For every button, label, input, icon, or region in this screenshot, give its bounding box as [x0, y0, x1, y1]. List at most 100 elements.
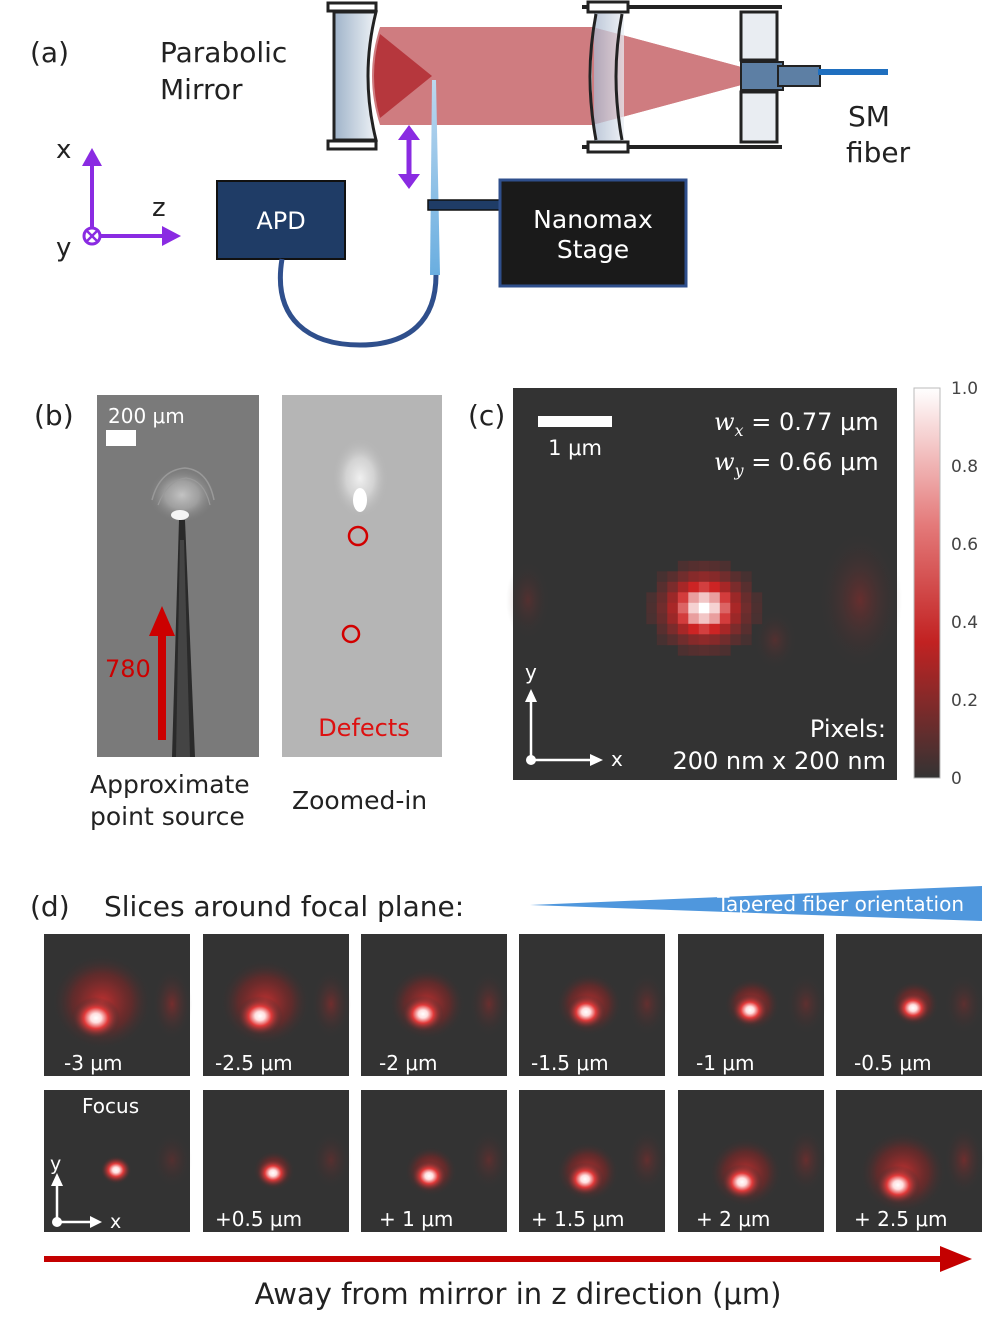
slice-label: + 2 μm	[696, 1207, 770, 1231]
psf-pixel	[677, 602, 689, 614]
psf-pixel	[677, 644, 689, 656]
psf-pixel	[709, 560, 721, 572]
up-arrow-icon	[149, 606, 175, 636]
psf-pixel	[656, 592, 668, 604]
psf-pixel	[646, 602, 658, 614]
psf-pixel	[688, 602, 700, 614]
psf-pixel	[709, 602, 721, 614]
axis-y-label-c: y	[525, 660, 537, 684]
psf-pixel	[740, 623, 752, 635]
psf-spot	[646, 560, 763, 656]
slice-spot	[721, 1164, 763, 1200]
slice-spot	[875, 1165, 921, 1205]
pixels-label: Pixels:	[810, 715, 886, 743]
axis-x-label-c: x	[611, 747, 623, 771]
psf-pixel	[719, 623, 731, 635]
defect-marker-2	[341, 624, 361, 644]
psf-pixel	[730, 592, 742, 604]
slice-label: -1.5 μm	[531, 1051, 609, 1075]
psf-pixel	[656, 602, 668, 614]
axis-z-label: z	[152, 193, 166, 223]
psf-pixel	[667, 571, 679, 583]
slice-sidelobe	[944, 974, 984, 1034]
slice-spot	[402, 995, 444, 1033]
colorbar-tick-label: 0.4	[951, 613, 978, 633]
colorbar-tick-label: 1.0	[951, 379, 978, 399]
stage-label-line1: Nanomax	[533, 205, 653, 234]
psf-pixel	[740, 571, 752, 583]
wy-annotation: wy = 0.66 μm	[714, 448, 879, 480]
psf-pixel	[698, 644, 710, 656]
psf-pixel	[688, 571, 700, 583]
slice-spot	[71, 997, 121, 1039]
psf-pixel	[719, 644, 731, 656]
slice-axis-x-label: x	[110, 1211, 121, 1233]
taper-label: Tapered fiber orientation	[716, 892, 964, 916]
psf-pixel	[646, 613, 658, 625]
slice-sidelobe	[944, 1125, 984, 1195]
psf-pixel	[709, 634, 721, 646]
psf-pixel	[677, 634, 689, 646]
psf-pixel	[719, 571, 731, 583]
point-source-image: 200 μm 780	[97, 395, 259, 757]
caption-left-line2: point source	[90, 802, 245, 831]
psf-pixel	[740, 592, 752, 604]
psf-pixel	[730, 634, 742, 646]
slice-grid: -3 μm-2.5 μm-2 μm-1.5 μm-1 μm-0.5 μm+0.5…	[44, 934, 984, 1232]
scale-label-c: 1 μm	[548, 436, 602, 460]
psf-pixel	[698, 560, 710, 572]
psf-pixel	[698, 592, 710, 604]
mirror-label-line2: Mirror	[160, 73, 243, 106]
panel-a: (a) Parabolic Mirror	[30, 0, 911, 348]
psf-pixel	[751, 602, 763, 614]
slice-spot	[731, 994, 769, 1026]
slice-sidelobe	[311, 1130, 351, 1190]
psf-pixel	[677, 581, 689, 593]
defects-label: Defects	[318, 714, 410, 742]
psf-pixel	[709, 613, 721, 625]
slice-sidelobe	[786, 1127, 826, 1193]
scale-bar-c	[538, 416, 612, 427]
psf-pixel	[719, 592, 731, 604]
psf-pixel	[709, 581, 721, 593]
fiber-label-line2: fiber	[846, 136, 911, 169]
xy-axes-icon	[525, 689, 603, 766]
psf-pixel	[688, 644, 700, 656]
slice-axes-icon	[51, 1173, 102, 1228]
panel-d: (d) Slices around focal plane: Tapered f…	[30, 886, 984, 1311]
psf-pixel	[698, 623, 710, 635]
caption-left-line1: Approximate	[90, 770, 250, 799]
panel-b-label: (b)	[34, 399, 74, 432]
psf-pixel	[667, 613, 679, 625]
colorbar-tick-label: 0.2	[951, 691, 978, 711]
psf-pixel	[677, 613, 689, 625]
parabolic-mirror	[326, 1, 378, 151]
psf-pixel	[719, 634, 731, 646]
psf-pixel	[730, 623, 742, 635]
psf-pixel	[688, 560, 700, 572]
colorbar-ticks: 1.00.80.60.40.20	[951, 379, 978, 789]
slice-label: -3 μm	[64, 1051, 123, 1075]
tapered-fiber-tip	[430, 80, 440, 275]
psf-pixel	[667, 634, 679, 646]
psf-pixel	[677, 571, 689, 583]
slice-sidelobe	[311, 969, 351, 1039]
stage-label-line2: Stage	[557, 235, 629, 264]
slice-sidelobe	[469, 1129, 509, 1191]
mirror-label-line1: Parabolic	[160, 36, 287, 69]
axes-icon	[82, 148, 181, 246]
slice-label: -1 μm	[696, 1051, 755, 1075]
panel-c-label: (c)	[468, 399, 505, 432]
psf-pixel	[709, 644, 721, 656]
psf-pixel	[730, 602, 742, 614]
apd-fiber-cable	[278, 258, 439, 348]
axis-x-label: x	[56, 135, 71, 165]
psf-pixel	[677, 592, 689, 604]
psf-pixel	[656, 634, 668, 646]
slice-label: -0.5 μm	[854, 1051, 932, 1075]
slice-label: + 1 μm	[379, 1207, 453, 1231]
slice-label: -2.5 μm	[215, 1051, 293, 1075]
psf-pixel	[698, 571, 710, 583]
psf-pixel	[677, 560, 689, 572]
